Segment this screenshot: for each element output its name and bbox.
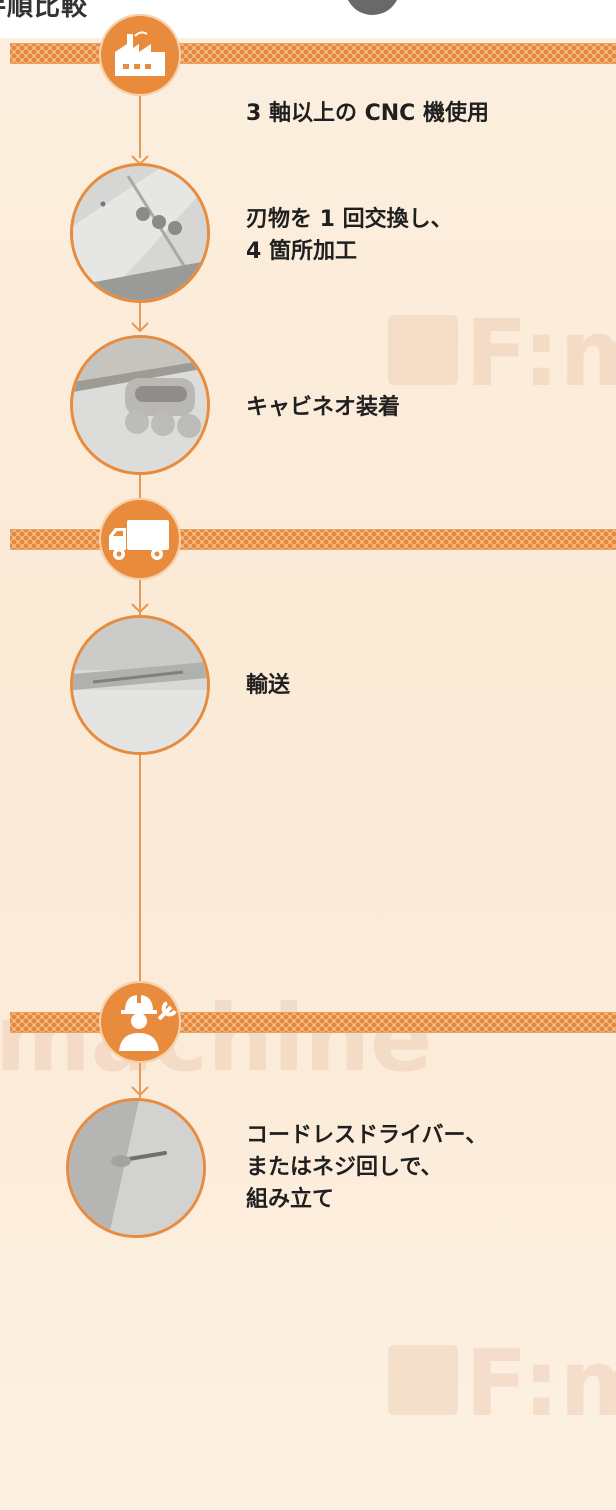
page-title: 手順比較 [0, 0, 89, 22]
arrow-down-icon [131, 322, 149, 332]
flow-line [139, 1060, 141, 1098]
factory-icon [115, 31, 165, 76]
photo-cabineo-insert [70, 335, 210, 475]
step-cabineo-insert: キャビネオ装着 [246, 395, 401, 420]
step-assembly: コードレスドライバー、 またはネジ回しで、 組み立て [246, 1123, 488, 1212]
flow-line [139, 300, 141, 330]
flow-line [139, 750, 141, 985]
worker-icon [119, 995, 177, 1051]
assembly-stage-icon [99, 981, 181, 1063]
photo-assembly [66, 1098, 206, 1238]
step-cnc-machine: 3 軸以上の CNC 機使用 [246, 101, 489, 126]
cabineo-connector-image [73, 338, 207, 472]
header-decoration [345, 0, 400, 15]
step-tool-change: 刃物を 1 回交換し、 4 箇所加工 [246, 207, 453, 264]
arrow-down-icon [131, 1086, 149, 1096]
stacked-panel-image [73, 618, 207, 752]
photo-cnc-machining [70, 163, 210, 303]
watermark-logo [388, 1345, 458, 1415]
header: 手順比較 [0, 0, 616, 38]
panel-machining-image [73, 166, 207, 300]
factory-stage-icon [99, 14, 181, 96]
photo-transport [70, 615, 210, 755]
truck-icon [109, 520, 169, 560]
step-transport: 輸送 [246, 673, 291, 698]
arrow-down-icon [131, 603, 149, 613]
transport-stage-icon [99, 498, 181, 580]
watermark-logo [388, 315, 458, 385]
screwdriver-assembly-image [69, 1101, 203, 1235]
flow-line [139, 472, 141, 500]
flow-line [139, 95, 141, 158]
flow-line [139, 575, 141, 615]
